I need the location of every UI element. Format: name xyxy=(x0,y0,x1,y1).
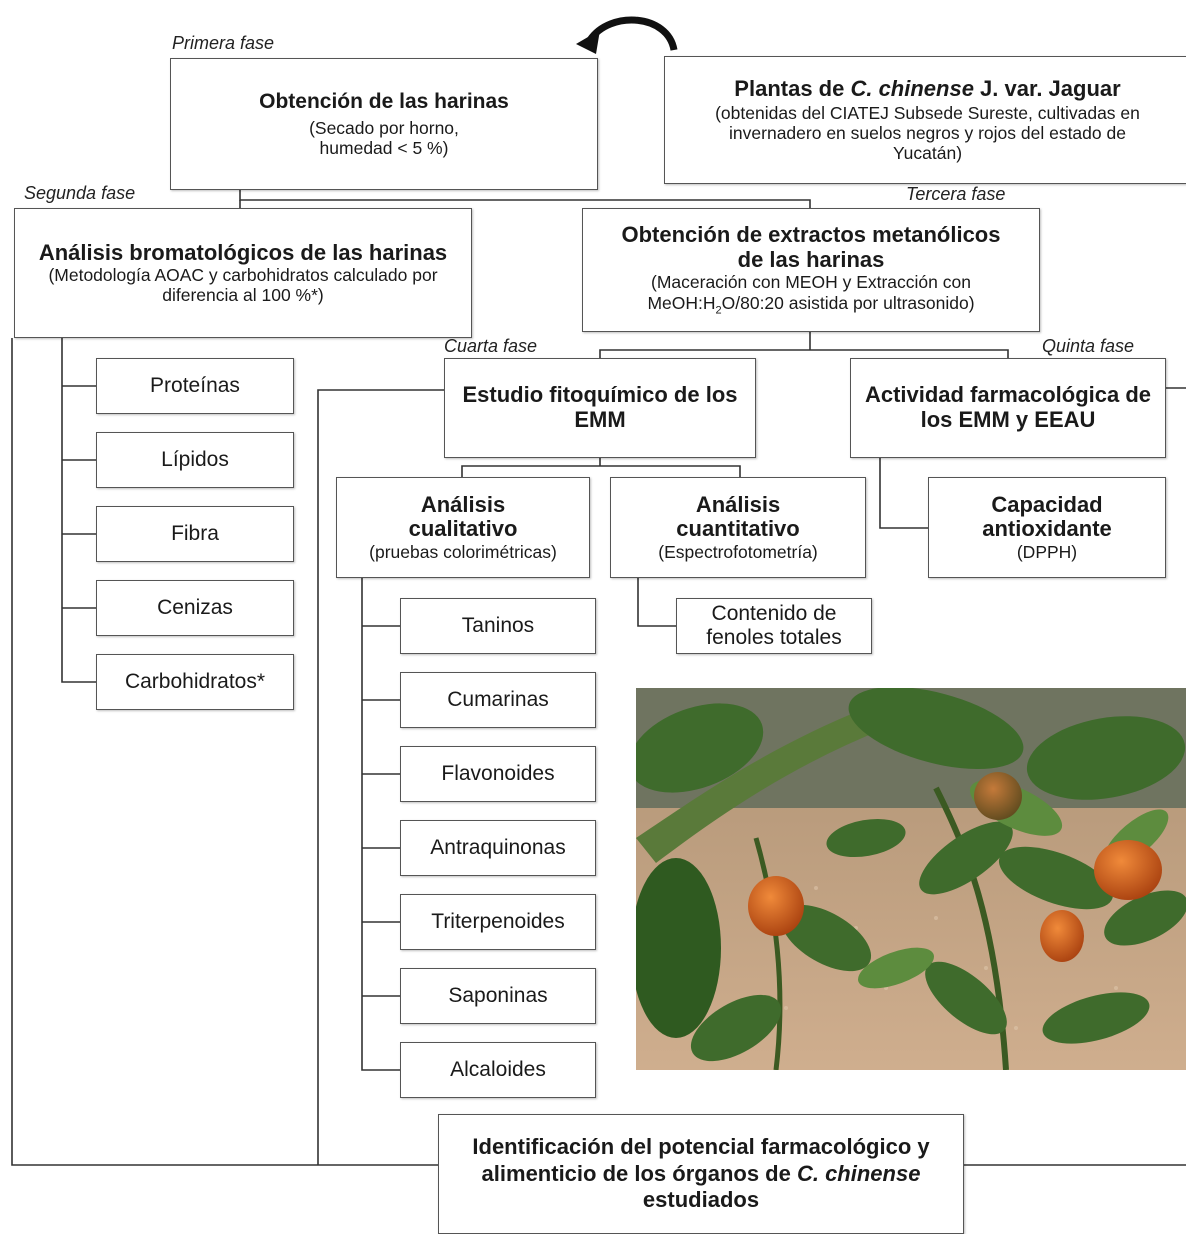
qual-item-saponins: Saponinas xyxy=(400,968,596,1024)
qual-item-alkaloids: Alcaloides xyxy=(400,1042,596,1098)
curved-arrow-icon xyxy=(576,16,678,54)
qualitative-box: Análisis cualitativo (pruebas colorimétr… xyxy=(336,477,590,578)
qual-item-anthraquinones: Antraquinonas xyxy=(400,820,596,876)
quantitative-title: Análisis cuantitativo xyxy=(676,491,800,542)
qual-item-coumarins: Cumarinas xyxy=(400,672,596,728)
phenols-box: Contenido de fenoles totales xyxy=(676,598,872,654)
phase-label-fifth: Quinta fase xyxy=(1042,336,1135,356)
final-title: Identificación del potencial farmacológi… xyxy=(472,1133,930,1213)
qualitative-subtitle: (pruebas colorimétricas) xyxy=(369,542,557,563)
antioxidant-box: Capacidad antioxidante (DPPH) xyxy=(928,477,1166,578)
extracts-title: Obtención de extractos metanólicos de la… xyxy=(621,222,1001,272)
flours-subtitle: (Secado por horno, humedad < 5 %) xyxy=(309,117,459,158)
pepper-plant-photo xyxy=(636,688,1186,1070)
plants-box: Plantas de C. chinense J. var. Jaguar (o… xyxy=(664,56,1186,184)
extracts-subtitle-line1: (Maceración con MEOH y Extracción con xyxy=(651,272,971,293)
phase-label-first: Primera fase xyxy=(172,33,275,53)
broma-item-fiber: Fibra xyxy=(96,506,294,562)
qual-item-tannins: Taninos xyxy=(400,598,596,654)
antioxidant-subtitle: (DPPH) xyxy=(1016,542,1078,563)
phytochemical-box: Estudio fitoquímico de los EMM xyxy=(444,358,756,458)
quantitative-subtitle: (Espectrofotometría) xyxy=(658,542,818,563)
broma-item-carbohydrates: Carbohidratos* xyxy=(96,654,294,710)
flours-box: Obtención de las harinas (Secado por hor… xyxy=(170,58,598,190)
antioxidant-title: Capacidad antioxidante xyxy=(982,491,1112,542)
bromatological-box: Análisis bromatológicos de las harinas (… xyxy=(14,208,472,338)
qual-item-triterpenoids: Triterpenoides xyxy=(400,894,596,950)
broma-item-ash: Cenizas xyxy=(96,580,294,636)
bromatological-title: Análisis bromatológicos de las harinas xyxy=(38,239,448,265)
extracts-box: Obtención de extractos metanólicos de la… xyxy=(582,208,1040,332)
qual-item-flavonoids: Flavonoides xyxy=(400,746,596,802)
plants-title: Plantas de C. chinense J. var. Jaguar xyxy=(734,75,1121,101)
phytochemical-title: Estudio fitoquímico de los EMM xyxy=(462,382,738,432)
pharmacological-box: Actividad farmacológica de los EMM y EEA… xyxy=(850,358,1166,458)
phase-label-fourth: Cuarta fase xyxy=(444,336,538,356)
extracts-subtitle-line2: MeOH:H2O/80:20 asistida por ultrasonido) xyxy=(647,292,975,317)
plants-subtitle: (obtenidas del CIATEJ Subsede Sureste, c… xyxy=(715,103,1140,164)
qualitative-title: Análisis cualitativo xyxy=(408,491,518,542)
pharmacological-title: Actividad farmacológica de los EMM y EEA… xyxy=(864,382,1152,432)
flours-title: Obtención de las harinas xyxy=(259,90,509,114)
bromatological-subtitle: (Metodología AOAC y carbohidratos calcul… xyxy=(48,265,438,306)
phase-label-third: Tercera fase xyxy=(906,184,1006,204)
broma-item-lipids: Lípidos xyxy=(96,432,294,488)
phase-label-second: Segunda fase xyxy=(24,183,136,203)
broma-item-proteins: Proteínas xyxy=(96,358,294,414)
quantitative-box: Análisis cuantitativo (Espectrofotometrí… xyxy=(610,477,866,578)
final-identification-box: Identificación del potencial farmacológi… xyxy=(438,1114,964,1234)
